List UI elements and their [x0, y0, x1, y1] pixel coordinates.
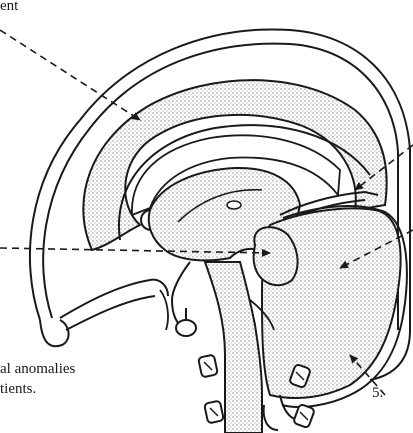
caption-fragment-line2: tients. [0, 381, 36, 398]
posterior-fossa-cyst [250, 208, 401, 398]
arrow-to-lateral-ventricle [0, 30, 140, 120]
figure-number-fragment: 5. [372, 385, 383, 402]
caption-fragment-line1: al anomalies [0, 361, 75, 378]
pituitary [176, 308, 196, 336]
caption-fragment-top: ent [0, 0, 18, 15]
